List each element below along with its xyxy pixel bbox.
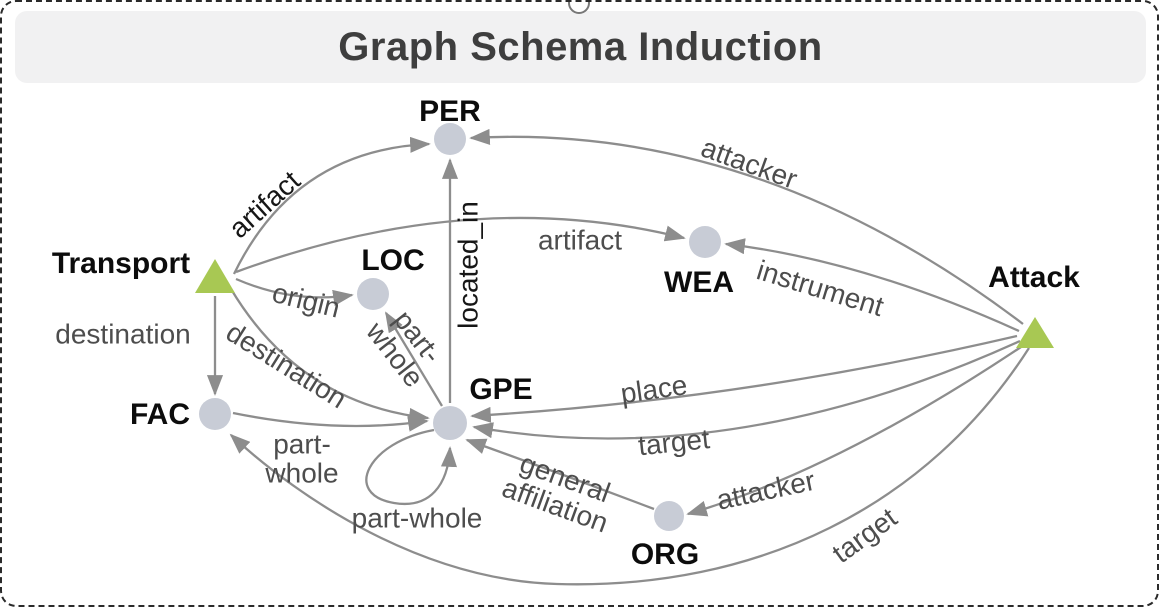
edge-label-destination-transport-fac: destination (55, 318, 191, 350)
node-label-attack: Attack (988, 261, 1080, 294)
node-per-circle (434, 123, 466, 155)
title-bar: Graph Schema Induction (15, 11, 1146, 83)
edge-gpe-self-loop-part-whole (365, 428, 458, 506)
edge-attack-wea-instrument (724, 238, 1020, 333)
edge-org-gpe-general-affiliation (465, 438, 655, 511)
edge-attack-fac-target (229, 347, 1030, 586)
edge-label-part-whole-fac-gpe: part- whole (265, 428, 339, 488)
edge-label-part-whole-self-loop: part-whole (351, 502, 483, 534)
edge-transport-per-artifact (232, 136, 431, 275)
node-org-circle (654, 501, 684, 531)
node-transport-triangle (195, 259, 235, 293)
edge-attack-gpe-target (472, 339, 1021, 440)
edge-attack-org-attacker (686, 344, 1025, 517)
edge-fac-gpe-part-whole (232, 411, 429, 432)
edge-label-artifact-transport-wea: artifact (537, 224, 623, 256)
node-label-org: ORG (630, 538, 700, 571)
node-label-transport: Transport (51, 247, 191, 280)
node-label-loc: LOC (361, 244, 425, 277)
edge-gpe-loc-part-whole (385, 311, 443, 407)
edge-transport-wea-artifact (235, 216, 686, 274)
node-loc-circle (357, 278, 389, 310)
node-attack-triangle (1016, 317, 1054, 348)
edge-attack-gpe-place (470, 334, 1018, 423)
node-gpe-circle (433, 406, 467, 440)
figure-title: Graph Schema Induction (338, 24, 823, 69)
edge-transport-loc-origin (235, 277, 354, 306)
edge-attack-per-attacker (469, 128, 1024, 325)
node-label-wea: WEA (664, 266, 734, 299)
node-label-per: PER (419, 95, 481, 128)
edge-label-located-in: located_in (452, 201, 484, 329)
node-label-gpe: GPE (469, 373, 533, 406)
node-wea-circle (689, 226, 721, 258)
node-label-fac: FAC (130, 398, 190, 431)
edge-transport-gpe-destination (230, 288, 430, 424)
node-fac-circle (199, 398, 231, 430)
